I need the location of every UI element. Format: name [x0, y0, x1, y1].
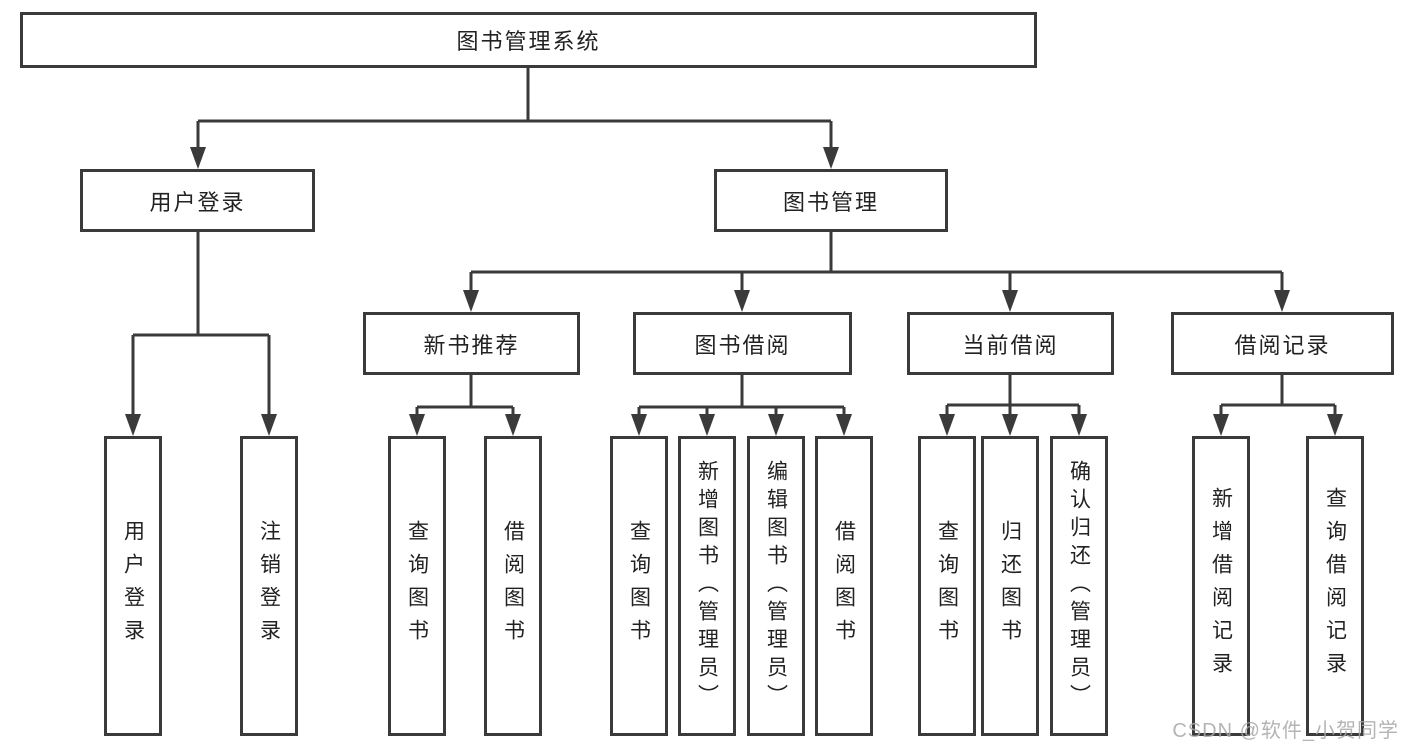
connector-book-management-children	[469, 232, 1284, 293]
arrowhead	[768, 414, 784, 436]
arrowhead	[939, 414, 955, 436]
leaf-add-borrow-record: 新增借阅记录	[1192, 436, 1250, 736]
arrowhead	[1071, 414, 1087, 436]
leaf-confirm-return-admin-label: 确认归还（管理员）	[1067, 460, 1091, 712]
node-root-system: 图书管理系统	[20, 12, 1037, 68]
connector-new-book-recommend-children	[415, 375, 515, 416]
connector-root-to-level2	[196, 68, 833, 150]
leaf-add-books-admin-label: 新增图书（管理员）	[695, 460, 719, 712]
node-user-login: 用户登录	[80, 169, 315, 232]
leaf-return-books: 归还图书	[981, 436, 1039, 736]
leaf-return-books-label: 归还图书	[998, 520, 1022, 652]
node-borrowing-records-label: 借阅记录	[1234, 332, 1331, 358]
leaf-borrow-books-1-label: 借阅图书	[501, 520, 525, 652]
leaf-borrow-books-2: 借阅图书	[815, 436, 873, 736]
arrowhead	[1002, 414, 1018, 436]
leaf-logout-label: 注销登录	[257, 520, 281, 652]
node-book-management-label: 图书管理	[782, 189, 879, 215]
node-new-book-recommend: 新书推荐	[363, 312, 580, 375]
csdn-watermark: CSDN @软件_小贺同学	[1172, 720, 1399, 742]
leaf-borrow-books-1: 借阅图书	[484, 436, 542, 736]
connector-borrowing-records-children	[1219, 375, 1337, 416]
leaf-query-books-1: 查询图书	[388, 436, 446, 736]
arrowhead	[505, 414, 521, 436]
leaf-query-books-2-label: 查询图书	[627, 520, 651, 652]
leaf-add-borrow-record-label: 新增借阅记录	[1209, 487, 1233, 685]
arrowhead	[823, 147, 839, 169]
leaf-user-login-label: 用户登录	[121, 520, 145, 652]
arrowhead	[463, 290, 479, 312]
leaf-user-login: 用户登录	[104, 436, 162, 736]
leaf-query-borrow-record-label: 查询借阅记录	[1323, 487, 1347, 685]
leaf-edit-books-admin: 编辑图书（管理员）	[747, 436, 805, 736]
node-root-system-label: 图书管理系统	[456, 29, 601, 54]
arrowhead	[409, 414, 425, 436]
leaf-add-books-admin: 新增图书（管理员）	[678, 436, 736, 736]
leaf-query-books-3: 查询图书	[918, 436, 976, 736]
node-book-borrowing: 图书借阅	[633, 312, 852, 375]
arrowhead	[631, 414, 647, 436]
arrowhead	[1002, 290, 1018, 312]
leaf-logout: 注销登录	[240, 436, 298, 736]
node-book-management: 图书管理	[714, 169, 948, 232]
node-new-book-recommend-label: 新书推荐	[423, 332, 520, 358]
node-book-borrowing-label: 图书借阅	[694, 332, 791, 358]
leaf-query-books-3-label: 查询图书	[935, 520, 959, 652]
arrowhead	[125, 414, 141, 436]
leaf-borrow-books-2-label: 借阅图书	[832, 520, 856, 652]
arrowhead	[836, 414, 852, 436]
leaf-confirm-return-admin: 确认归还（管理员）	[1050, 436, 1108, 736]
leaf-edit-books-admin-label: 编辑图书（管理员）	[764, 460, 788, 712]
leaf-query-books-2: 查询图书	[610, 436, 668, 736]
node-user-login-label: 用户登录	[149, 189, 246, 215]
arrowhead	[734, 290, 750, 312]
node-borrowing-records: 借阅记录	[1171, 312, 1394, 375]
arrowhead	[190, 147, 206, 169]
connector-user-login-children	[131, 232, 271, 416]
arrowhead	[699, 414, 715, 436]
connector-current-borrowing-children	[945, 375, 1081, 416]
node-current-borrowing-label: 当前借阅	[962, 332, 1059, 358]
arrowhead	[261, 414, 277, 436]
leaf-query-books-1-label: 查询图书	[405, 520, 429, 652]
arrowhead	[1213, 414, 1229, 436]
node-current-borrowing: 当前借阅	[907, 312, 1114, 375]
arrowhead	[1274, 290, 1290, 312]
leaf-query-borrow-record: 查询借阅记录	[1306, 436, 1364, 736]
connector-book-borrowing-children	[637, 375, 846, 416]
arrowhead	[1327, 414, 1343, 436]
